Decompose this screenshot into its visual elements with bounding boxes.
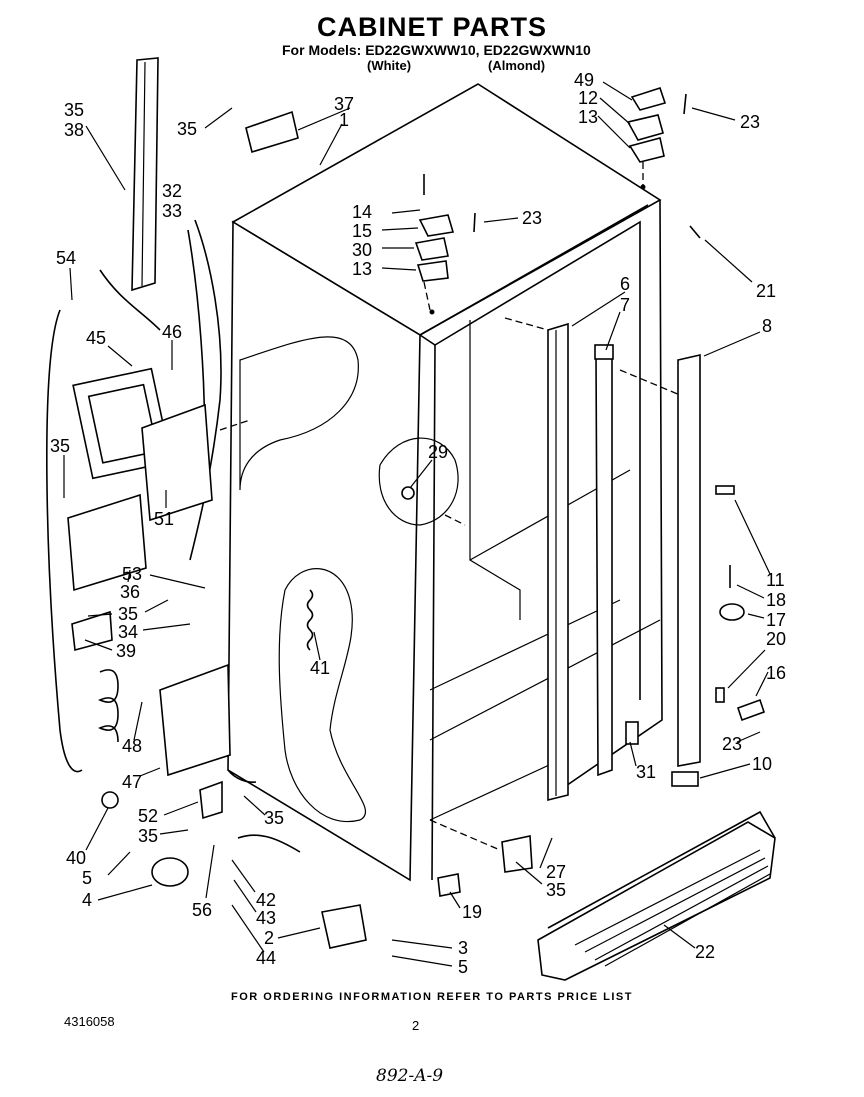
model-numbers: For Models: ED22GWXWW10, ED22GWXWN10	[282, 42, 591, 58]
alignment-lines	[219, 162, 681, 851]
callout-53: 53	[122, 564, 142, 584]
callout-1: 1	[339, 110, 349, 130]
callout-labels: 35 38 35 37 1 49 12 13 23 32 33 14 15 30…	[50, 70, 786, 977]
callout-23: 23	[522, 208, 542, 228]
callout-54: 54	[56, 248, 76, 268]
callout-29: 29	[428, 442, 448, 462]
callout-30: 30	[352, 240, 372, 260]
callout-40: 40	[66, 848, 86, 868]
callout-21: 21	[756, 281, 776, 301]
callout-49: 49	[574, 70, 594, 90]
callout-44: 44	[256, 948, 276, 968]
callout-42: 42	[256, 890, 276, 910]
front-grille	[537, 810, 776, 981]
callout-41: 41	[310, 658, 330, 678]
callout-7: 7	[620, 295, 630, 315]
callout-20: 20	[766, 629, 786, 649]
callout-56: 56	[192, 900, 212, 920]
callout-35: 35	[50, 436, 70, 456]
callout-37: 37	[334, 94, 354, 114]
callout-13: 13	[578, 107, 598, 127]
callout-19: 19	[462, 902, 482, 922]
callout-33: 33	[162, 201, 182, 221]
callout-52: 52	[138, 806, 158, 826]
callout-35: 35	[177, 119, 197, 139]
color-white-label: (White)	[367, 58, 412, 73]
callout-22: 22	[695, 942, 715, 962]
top-hinge-parts	[414, 86, 701, 282]
callout-48: 48	[122, 736, 142, 756]
callout-35: 35	[118, 604, 138, 624]
ordering-note: FOR ORDERING INFORMATION REFER TO PARTS …	[231, 991, 633, 1003]
callout-51: 51	[154, 509, 174, 529]
door-gaskets	[547, 322, 701, 802]
callout-35: 35	[64, 100, 84, 120]
callout-39: 39	[116, 641, 136, 661]
document-number: 4316058	[64, 1014, 115, 1029]
heater-assembly	[67, 367, 213, 592]
callout-36: 36	[120, 582, 140, 602]
leader-lines	[63, 81, 771, 967]
callout-6: 6	[620, 274, 630, 294]
callout-3: 3	[458, 938, 468, 958]
callout-23: 23	[722, 734, 742, 754]
right-small-parts	[437, 485, 766, 897]
callout-8: 8	[762, 316, 772, 336]
callout-43: 43	[256, 908, 276, 928]
callout-35: 35	[264, 808, 284, 828]
callout-16: 16	[766, 663, 786, 683]
callout-46: 46	[162, 322, 182, 342]
callout-10: 10	[752, 754, 772, 774]
callout-18: 18	[766, 590, 786, 610]
callout-5: 5	[458, 957, 468, 977]
color-almond-label: (Almond)	[488, 58, 546, 73]
callout-34: 34	[118, 622, 138, 642]
callout-45: 45	[86, 328, 106, 348]
callout-2: 2	[264, 928, 274, 948]
bracket-37	[245, 110, 299, 154]
callout-11: 11	[766, 570, 785, 590]
callout-35: 35	[138, 826, 158, 846]
page-title: CABINET PARTS	[316, 12, 547, 42]
callout-47: 47	[122, 772, 142, 792]
callout-38: 38	[64, 120, 84, 140]
page-number: 2	[412, 1018, 420, 1033]
callout-32: 32	[162, 181, 182, 201]
callout-15: 15	[352, 221, 372, 241]
callout-23: 23	[740, 112, 760, 132]
callout-12: 12	[578, 88, 598, 108]
callout-5: 5	[82, 868, 92, 888]
callout-17: 17	[766, 610, 786, 630]
callout-27: 27	[546, 862, 566, 882]
callout-4: 4	[82, 890, 92, 910]
handwritten-code: 892-A-9	[376, 1066, 444, 1086]
lower-left-parts	[71, 610, 367, 949]
callout-13: 13	[352, 259, 372, 279]
callout-31: 31	[636, 762, 656, 782]
callout-35: 35	[546, 880, 566, 900]
cabinet-body	[227, 83, 663, 882]
side-trim-strip	[131, 57, 159, 292]
callout-14: 14	[352, 202, 372, 222]
